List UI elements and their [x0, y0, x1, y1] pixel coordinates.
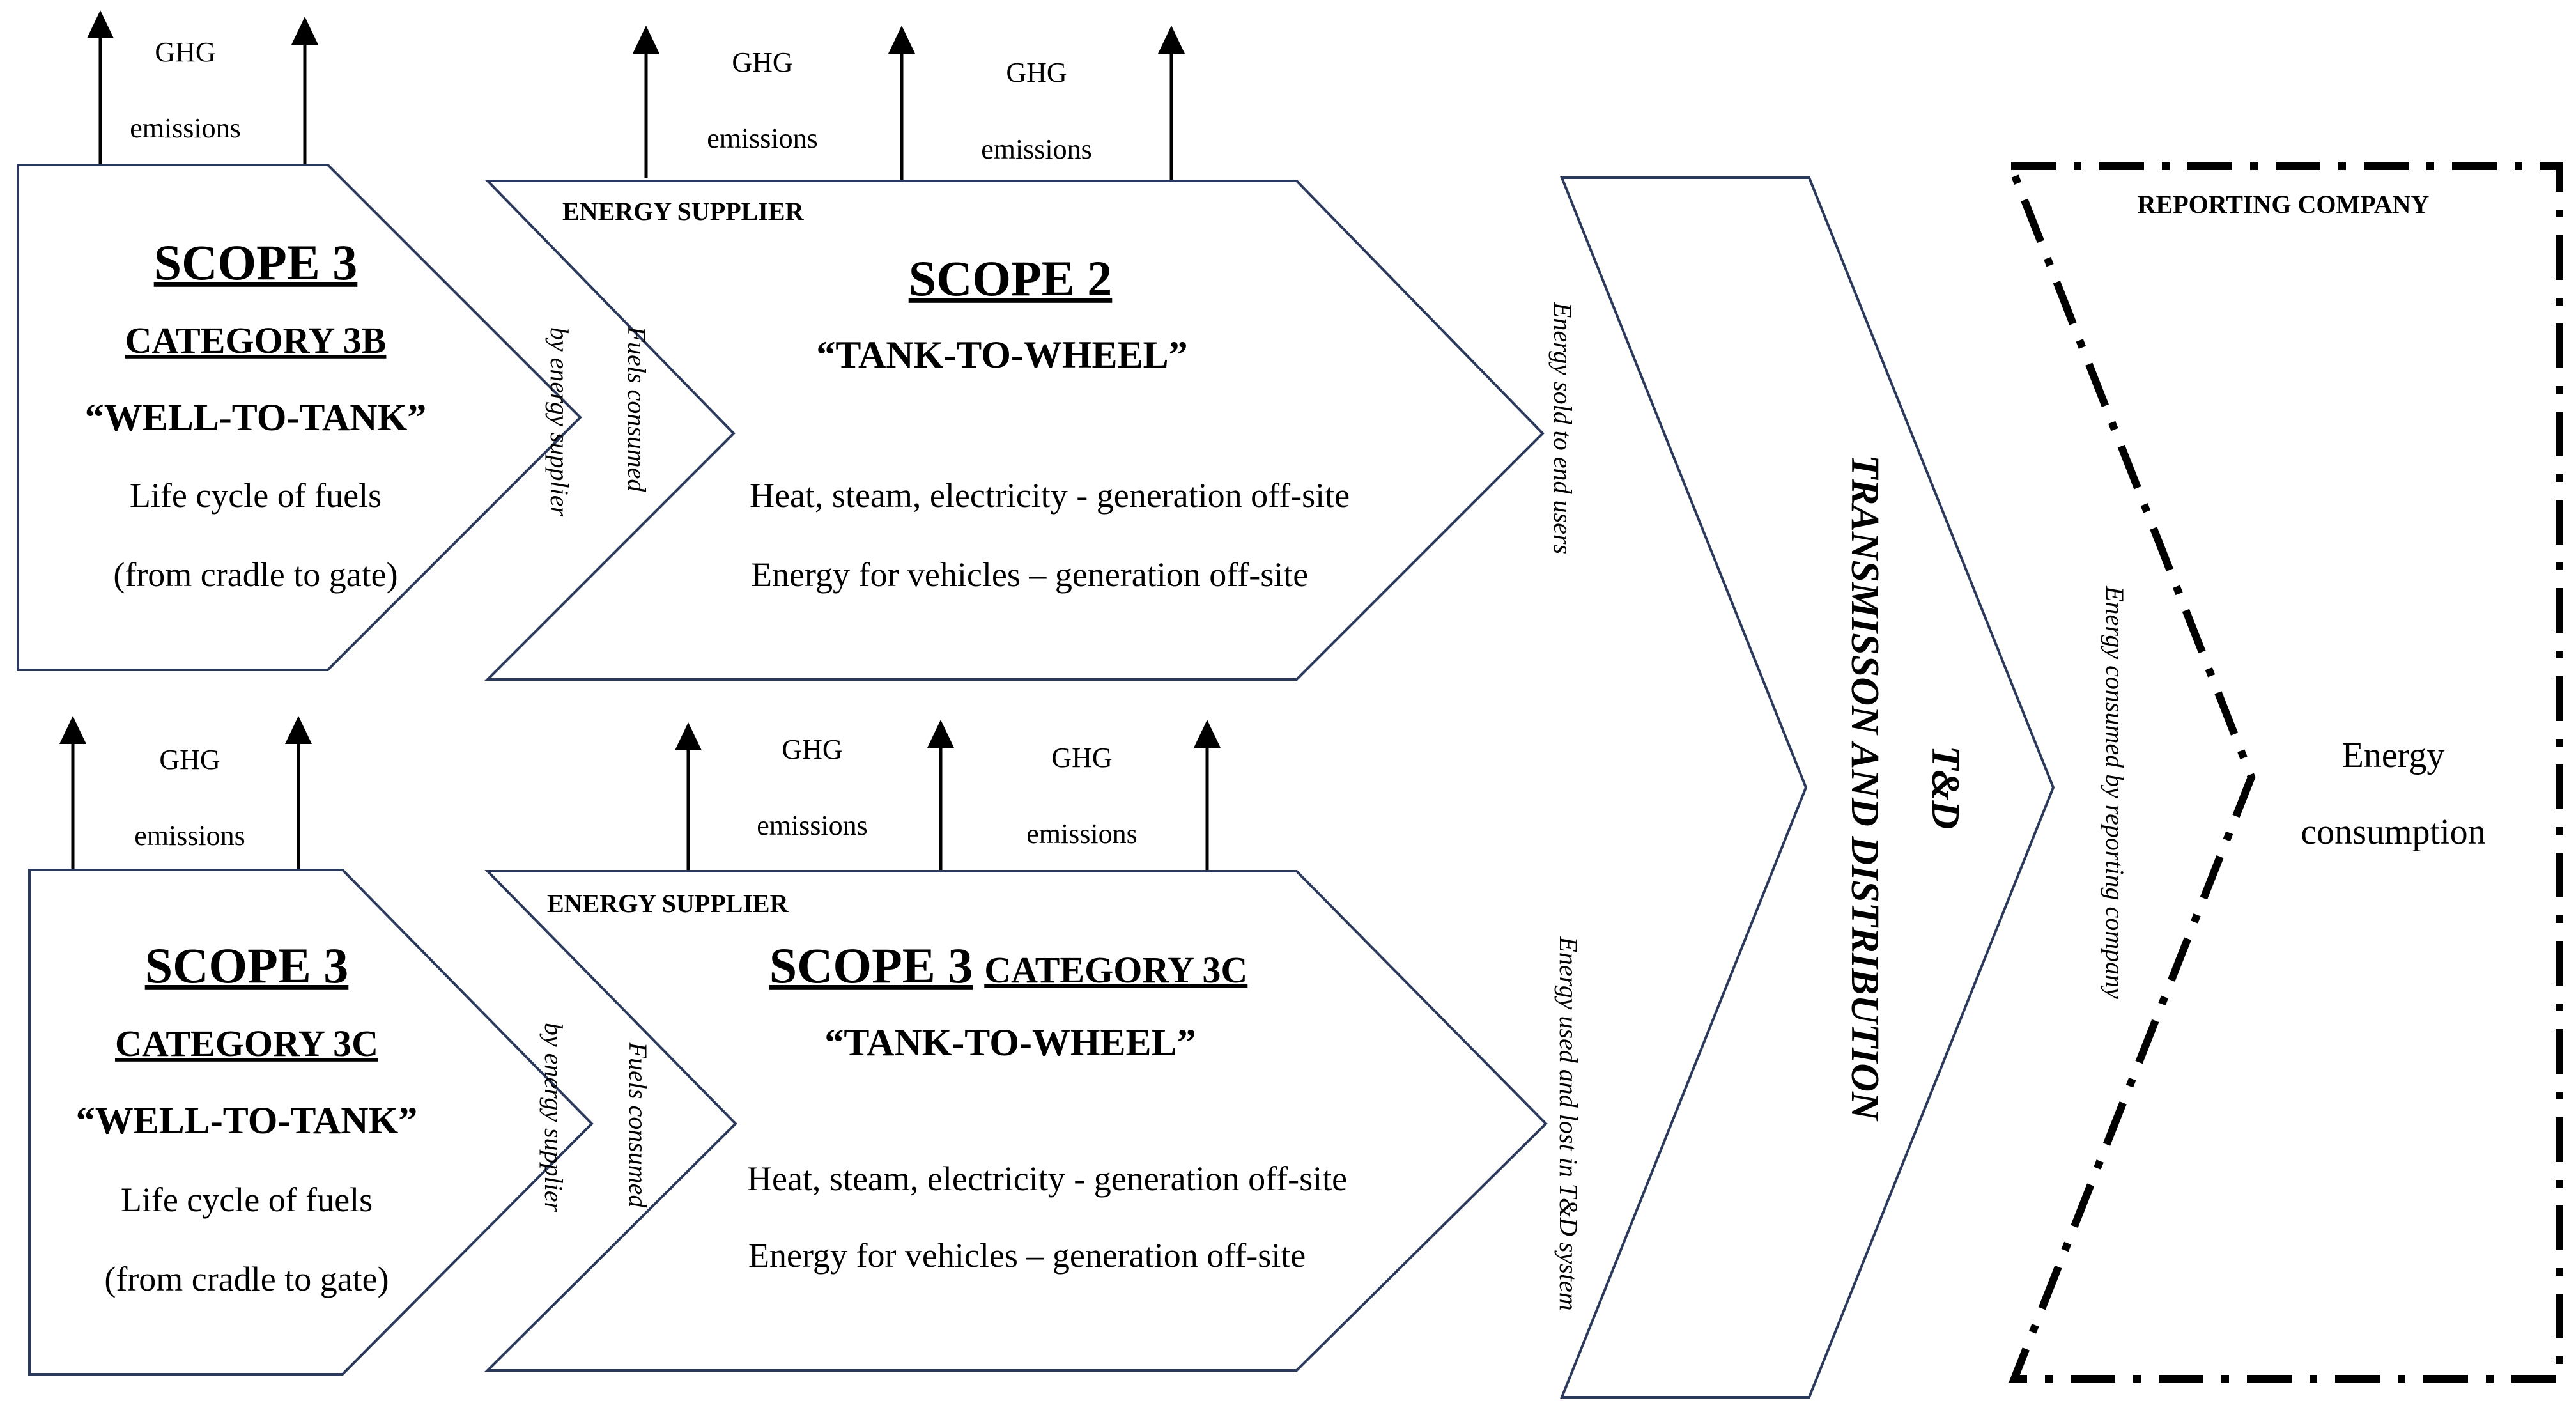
description-line: (from cradle to gate) — [113, 555, 397, 594]
scope2-block: ENERGY SUPPLIER SCOPE 2 “TANK-TO-WHEEL” … — [484, 180, 1577, 681]
output-label: Energy sold to end users — [1548, 302, 1577, 554]
emission-arrow — [675, 722, 702, 871]
emission-arrow — [1158, 26, 1185, 181]
description-line: Heat, steam, electricity - generation of… — [747, 1159, 1347, 1198]
description-line: Energy for vehicles – generation off-sit… — [751, 555, 1308, 594]
phase-title: “TANK-TO-WHEEL” — [816, 334, 1187, 376]
supplier-label: ENERGY SUPPLIER — [562, 197, 805, 226]
phase-title: “WELL-TO-TANK” — [85, 396, 427, 438]
ghg-label: GHG — [732, 47, 792, 78]
side-label: Fuels consumed — [622, 326, 651, 493]
emissions-label: emissions — [1026, 818, 1138, 849]
ghg-label: GHG — [1051, 742, 1112, 773]
scope-title: SCOPE 3 — [154, 235, 358, 290]
emission-arrow — [633, 26, 659, 178]
scope-title: SCOPE 3 — [769, 938, 973, 993]
emission-arrows — [59, 10, 1221, 871]
side-label: by energy supplier — [545, 327, 574, 517]
scope-title: SCOPE 3 — [145, 938, 349, 993]
scope-title-line: SCOPE 3 CATEGORY 3C — [769, 938, 1248, 993]
td-abbr: T&D — [1924, 746, 1967, 830]
reporting-company-header: REPORTING COMPANY — [2138, 190, 2430, 219]
category-title: CATEGORY 3C — [115, 1023, 378, 1064]
emissions-label: emissions — [981, 134, 1092, 165]
ghg-label: GHG — [1006, 57, 1067, 88]
reporting-side-label: Energy consumed by reporting company — [2101, 585, 2129, 999]
description-line: (from cradle to gate) — [104, 1260, 389, 1298]
td-block: T&D TRANSMISSON AND DISTRIBUTION — [1560, 176, 2055, 1399]
scope3-3c-ttw-block: ENERGY SUPPLIER SCOPE 3 CATEGORY 3C “TAN… — [484, 870, 1583, 1372]
category-title: CATEGORY 3B — [125, 320, 387, 361]
output-label: Energy used and lost in T&D system — [1554, 936, 1583, 1310]
emission-arrow — [59, 716, 86, 870]
emissions-label: emissions — [134, 820, 245, 851]
ghg-label: GHG — [155, 36, 215, 68]
ghg-label: GHG — [159, 744, 220, 775]
ghg-label: GHG — [782, 734, 842, 765]
description-line: Life cycle of fuels — [130, 476, 382, 515]
scope-title: SCOPE 2 — [909, 251, 1113, 306]
emissions-label: emissions — [130, 112, 241, 144]
scope3-3b-chevron — [17, 164, 582, 671]
scope3-3c-wtt-block: SCOPE 3 CATEGORY 3C “WELL-TO-TANK” Life … — [28, 869, 594, 1376]
emissions-label: emissions — [757, 810, 868, 841]
phase-title: “TANK-TO-WHEEL” — [824, 1021, 1196, 1064]
description-line: Life cycle of fuels — [121, 1181, 373, 1219]
energy-consumption-line: Energy — [2342, 736, 2445, 775]
reporting-company-block: REPORTING COMPANY Energy consumed by rep… — [2005, 162, 2563, 1383]
side-label: by energy supplier — [539, 1023, 568, 1213]
scope2-chevron — [484, 180, 1545, 681]
emission-arrow — [285, 716, 312, 870]
emission-arrow — [927, 720, 954, 871]
phase-title: “WELL-TO-TANK” — [76, 1099, 418, 1142]
side-label: Fuels consumed — [624, 1042, 652, 1209]
supplier-label: ENERGY SUPPLIER — [547, 889, 789, 918]
emission-arrow — [1194, 720, 1221, 871]
description-line: Energy for vehicles – generation off-sit… — [748, 1236, 1306, 1275]
scope3-3b-block: SCOPE 3 CATEGORY 3B “WELL-TO-TANK” Life … — [17, 164, 582, 671]
category-title: CATEGORY 3C — [984, 949, 1247, 991]
emission-arrow — [888, 26, 915, 181]
td-chevron — [1560, 176, 2055, 1399]
ghg-labels: GHG emissions GHG emissions GHG emission… — [130, 36, 1138, 851]
emission-arrow — [291, 17, 318, 165]
emissions-label: emissions — [707, 123, 818, 154]
scope3-3c-ttw-chevron — [484, 870, 1548, 1372]
scope3-3c-wtt-chevron — [28, 869, 594, 1376]
energy-consumption-line: consumption — [2301, 812, 2485, 852]
td-full: TRANSMISSON AND DISTRIBUTION — [1843, 454, 1886, 1122]
emission-arrow — [87, 10, 114, 165]
reporting-company-frame — [2005, 162, 2563, 1383]
description-line: Heat, steam, electricity - generation of… — [750, 476, 1350, 515]
